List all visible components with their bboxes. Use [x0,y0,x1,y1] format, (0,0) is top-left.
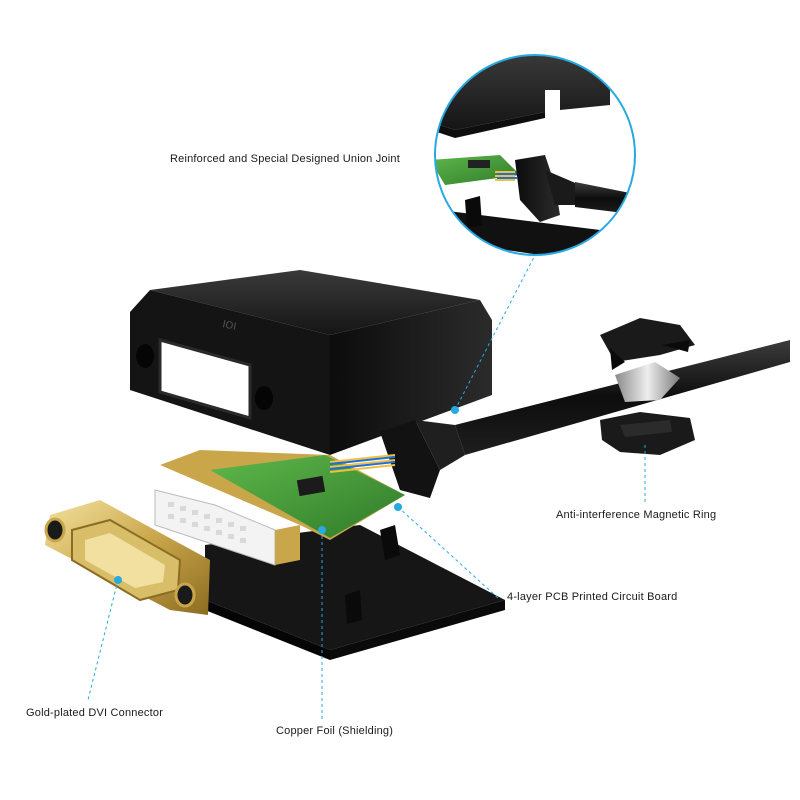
anchor-pcb [394,503,402,511]
anchor-union-joint [451,406,459,414]
pcb-assembly [154,450,405,566]
callout-copper-foil: Copper Foil (Shielding) [276,725,394,737]
callout-dvi-connector: Gold-plated DVI Connector [26,707,164,719]
callout-anchor-dots [114,406,459,584]
gold-dvi-connector [44,500,210,615]
magnetic-ring [600,318,695,455]
callout-magnetic-ring: Anti-interference Magnetic Ring [556,509,717,521]
anchor-copper-foil [318,526,326,534]
callout-pcb: 4-layer PCB Printed Circuit Board [507,591,678,603]
cable-assembly [380,340,790,498]
callout-leader-lines [87,254,646,720]
leader-dvi-connector [87,579,119,701]
leader-union-joint [454,254,536,411]
top-housing-shell [130,270,492,455]
zoom-detail-circle [434,54,636,256]
housing-logo: IOI [221,319,237,333]
anchor-dvi-connector [114,576,122,584]
leader-pcb [397,506,499,599]
callout-union-joint: Reinforced and Special Designed Union Jo… [170,153,400,165]
